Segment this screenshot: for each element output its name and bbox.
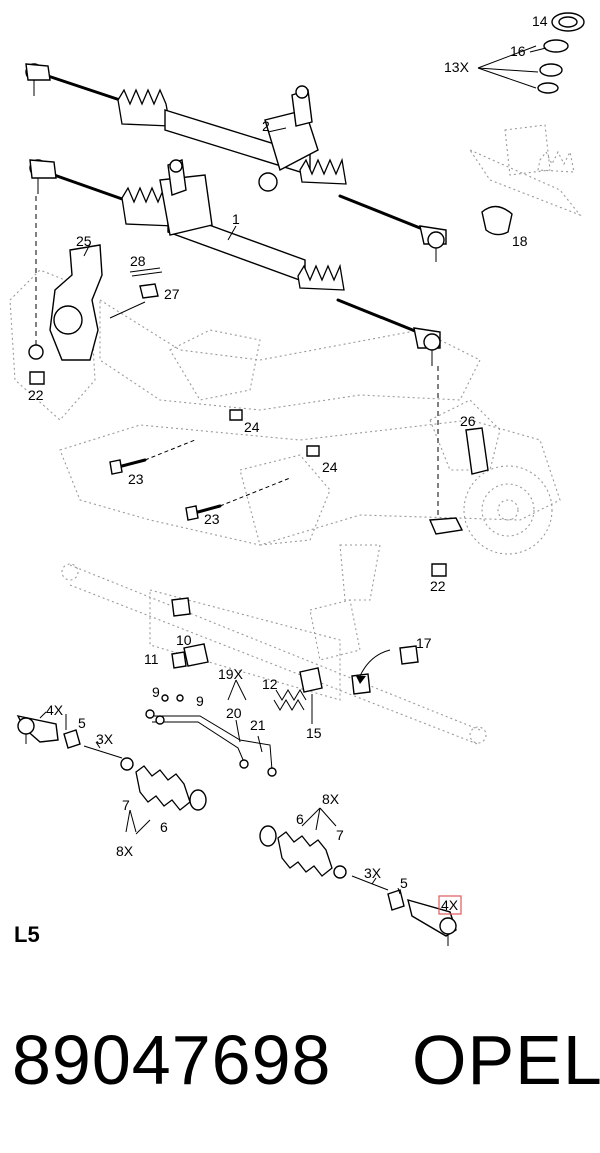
nut-22-left [29,371,45,385]
callout-12: 12 [262,676,278,692]
steering-rack-exploded-diagram: 1 2 14 16 13X 18 25 28 27 22 24 26 24 23… [9,12,585,946]
callout-7-left: 7 [122,797,130,813]
track-rod-end-26 [428,427,489,535]
callout-14: 14 [532,13,548,29]
callout-6-right: 6 [296,811,304,827]
hydraulic-pipes [145,679,277,777]
callout-8x-bottom: 8X [116,843,134,859]
callout-24-upper: 24 [244,419,260,435]
callout-15: 15 [306,725,322,741]
callout-3x-left: 3X [96,731,114,747]
split-pin-28 [129,267,163,277]
callout-7-right: 7 [336,827,344,843]
castle-nut-27 [109,283,159,319]
callout-4x-right: 4X [441,897,459,913]
nut-22-right [431,563,447,577]
tie-rod-kit-right [259,807,457,946]
callout-19x: 19X [218,666,244,682]
callout-4x-left: 4X [46,702,64,718]
steering-knuckle [28,244,103,361]
tie-rod-kit-left [16,715,207,835]
callout-26: 26 [460,413,476,429]
brand-name: OPEL [412,1021,600,1099]
callout-20: 20 [226,705,242,721]
section-label: L5 [14,922,40,947]
callout-10: 10 [176,632,192,648]
callout-8x-top: 8X [322,791,340,807]
callout-13x: 13X [444,59,470,75]
callout-25: 25 [76,233,92,249]
bolt-23-lower [185,477,291,521]
callout-23-upper: 23 [128,471,144,487]
callout-22-right: 22 [430,578,446,594]
callout-9-b: 9 [196,693,204,709]
callout-5-left: 5 [78,715,86,731]
callout-9-a: 9 [152,684,160,700]
part-number: 89047698 [12,1021,332,1099]
callout-21: 21 [250,717,266,733]
callout-23-lower: 23 [204,511,220,527]
callout-24-lower: 24 [322,459,338,475]
rack-bushes [171,597,419,695]
steering-rack-main [29,159,441,515]
callout-27: 27 [164,286,180,302]
callout-5-right: 5 [400,875,408,891]
callout-2: 2 [262,118,270,134]
pinion-seal-inset [468,12,585,236]
callout-3x-right: 3X [364,865,382,881]
callout-6-left: 6 [160,819,168,835]
adjuster-plug-15 [299,667,323,724]
adjuster-spring-12 [273,689,307,711]
callout-1: 1 [232,211,240,227]
callout-22-left: 22 [28,387,44,403]
subframe-ghost [9,269,561,601]
callout-28: 28 [130,253,146,269]
lower-rack-ghost [61,563,487,746]
callout-11: 11 [144,651,159,667]
nut-24-upper [229,409,243,421]
callout-17: 17 [416,635,432,651]
callout-4x-right-highlight: 4X [438,895,462,915]
leader-lines [39,45,547,895]
bolt-23-upper [109,439,196,475]
nut-24-lower [306,445,320,457]
callout-18: 18 [512,233,528,249]
callout-16: 16 [510,43,526,59]
steering-rack-upper [25,63,447,262]
